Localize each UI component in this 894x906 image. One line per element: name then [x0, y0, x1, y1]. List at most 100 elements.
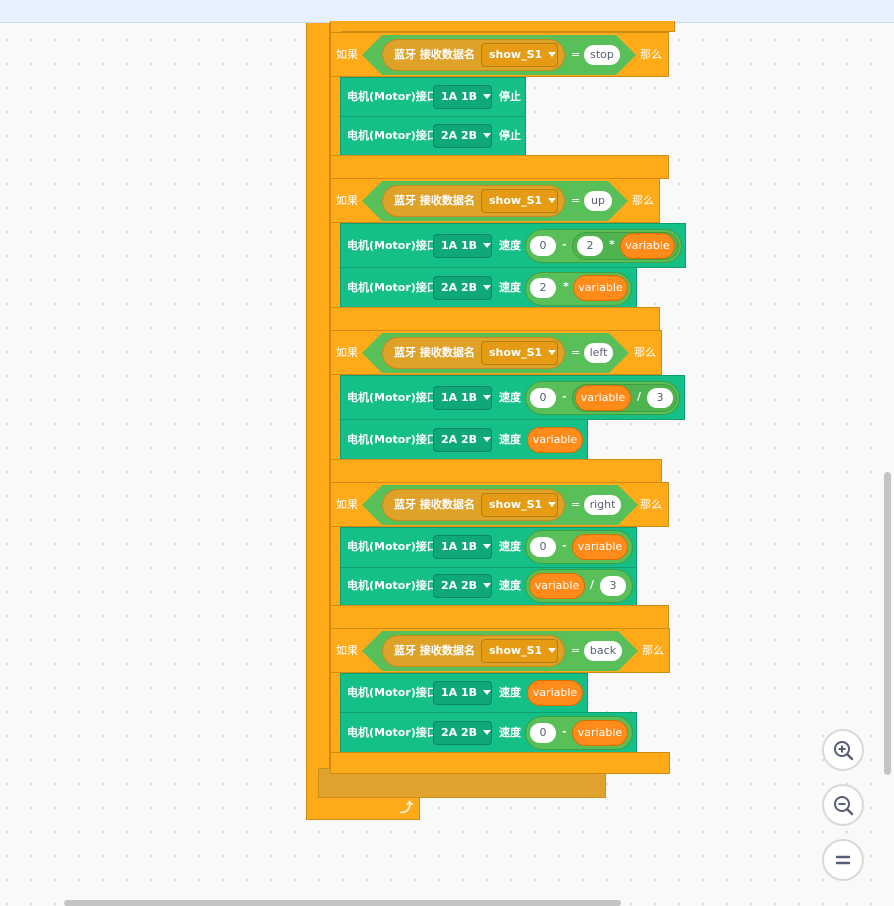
motor-port-dropdown[interactable]: 1A 1B	[433, 681, 492, 705]
speed-label: 速度	[499, 433, 521, 446]
zoom-out-button[interactable]	[822, 784, 864, 826]
compare-value-field[interactable]: stop	[584, 45, 620, 65]
motor-port-dropdown[interactable]: 1A 1B	[433, 234, 492, 258]
number-field[interactable]: 0	[530, 723, 556, 743]
minus-sign: -	[562, 725, 567, 738]
forever-loop-bottom[interactable]	[306, 798, 420, 820]
data-name-dropdown[interactable]: show_S1	[481, 189, 558, 213]
number-field[interactable]: 0	[530, 388, 556, 408]
bt-receive-label: 蓝牙 接收数据名	[394, 48, 475, 61]
equals-sign: =	[571, 644, 581, 657]
speed-label: 速度	[499, 281, 521, 294]
if-block-previous-end[interactable]	[330, 21, 675, 32]
speed-label: 速度	[499, 686, 521, 699]
variable-reporter[interactable]: variable	[529, 573, 585, 599]
top-bar	[0, 0, 894, 23]
minus-sign: -	[562, 238, 567, 251]
speed-label: 速度	[499, 579, 521, 592]
motor-port-label: 电机(Motor)接口	[347, 129, 438, 142]
vertical-scrollbar[interactable]	[884, 472, 891, 775]
if-label: 如果	[336, 644, 358, 657]
then-label: 那么	[642, 644, 664, 657]
multiply-sign: *	[563, 280, 569, 293]
number-field[interactable]: 3	[647, 388, 673, 408]
if-label: 如果	[336, 48, 358, 61]
variable-reporter[interactable]: variable	[575, 385, 631, 411]
data-name-dropdown[interactable]: show_S1	[481, 43, 558, 67]
motor-port-label: 电机(Motor)接口	[347, 579, 438, 592]
zoom-in-button[interactable]	[822, 729, 864, 771]
compare-value-field[interactable]: back	[584, 641, 622, 661]
zoom-reset-button[interactable]	[822, 839, 864, 881]
bt-receive-label: 蓝牙 接收数据名	[394, 194, 475, 207]
motor-port-label: 电机(Motor)接口	[347, 90, 438, 103]
loop-arrow-icon: ⤴	[400, 801, 414, 816]
if-block-back-end	[330, 752, 670, 774]
if-label: 如果	[336, 346, 358, 359]
multiply-sign: *	[609, 238, 615, 251]
variable-reporter[interactable]: variable	[620, 233, 675, 259]
compare-value-field[interactable]: up	[584, 191, 612, 211]
stop-label: 停止	[499, 90, 521, 103]
equals-sign: =	[571, 48, 581, 61]
code-workspace[interactable]: ⤴ 如果 蓝牙 接收数据名 show_S1 = stop 那么 电机(Motor…	[0, 21, 894, 906]
motor-port-label: 电机(Motor)接口	[347, 391, 438, 404]
variable-reporter[interactable]: variable	[572, 534, 628, 560]
forever-loop-block[interactable]	[306, 23, 330, 820]
motor-port-label: 电机(Motor)接口	[347, 540, 438, 553]
if-label: 如果	[336, 498, 358, 511]
motor-port-dropdown[interactable]: 1A 1B	[433, 386, 492, 410]
stop-label: 停止	[499, 129, 521, 142]
then-label: 那么	[632, 194, 654, 207]
motor-port-dropdown[interactable]: 2A 2B	[433, 721, 492, 745]
number-field[interactable]: 2	[530, 278, 556, 298]
bt-receive-label: 蓝牙 接收数据名	[394, 498, 475, 511]
then-label: 那么	[634, 346, 656, 359]
motor-port-dropdown[interactable]: 1A 1B	[433, 85, 492, 109]
motor-port-label: 电机(Motor)接口	[347, 281, 438, 294]
variable-reporter[interactable]: variable	[527, 680, 583, 706]
number-field[interactable]: 0	[530, 537, 556, 557]
if-block-right-end	[330, 605, 669, 629]
motor-port-dropdown[interactable]: 1A 1B	[433, 535, 492, 559]
compare-value-field[interactable]: right	[584, 495, 621, 515]
data-name-dropdown[interactable]: show_S1	[481, 639, 558, 663]
motor-port-dropdown[interactable]: 2A 2B	[433, 428, 492, 452]
bt-receive-label: 蓝牙 接收数据名	[394, 644, 475, 657]
if-block-stop-end	[330, 155, 669, 179]
motor-port-label: 电机(Motor)接口	[347, 686, 438, 699]
motor-port-label: 电机(Motor)接口	[347, 433, 438, 446]
number-field[interactable]: 0	[530, 236, 556, 256]
minus-sign: -	[562, 539, 567, 552]
variable-reporter[interactable]: variable	[572, 720, 628, 746]
equals-sign: =	[571, 498, 581, 511]
equals-sign: =	[571, 194, 581, 207]
motor-port-dropdown[interactable]: 2A 2B	[433, 276, 492, 300]
zoom-in-icon	[834, 741, 854, 761]
horizontal-scrollbar[interactable]	[64, 900, 621, 906]
then-label: 那么	[640, 498, 662, 511]
data-name-dropdown[interactable]: show_S1	[481, 341, 558, 365]
speed-label: 速度	[499, 726, 521, 739]
compare-value-field[interactable]: left	[584, 343, 613, 363]
divide-sign: /	[637, 390, 642, 403]
motor-port-label: 电机(Motor)接口	[347, 726, 438, 739]
if-block-up-end	[330, 307, 660, 331]
data-name-dropdown[interactable]: show_S1	[481, 493, 558, 517]
if-label: 如果	[336, 194, 358, 207]
then-label: 那么	[640, 48, 662, 61]
zoom-out-icon	[834, 796, 854, 816]
motor-port-dropdown[interactable]: 2A 2B	[433, 574, 492, 598]
variable-reporter[interactable]: variable	[527, 427, 583, 453]
speed-label: 速度	[499, 239, 521, 252]
speed-label: 速度	[499, 540, 521, 553]
motor-port-dropdown[interactable]: 2A 2B	[433, 124, 492, 148]
minus-sign: -	[562, 390, 567, 403]
number-field[interactable]: 3	[600, 576, 626, 596]
zoom-reset-icon	[835, 855, 851, 865]
speed-label: 速度	[499, 391, 521, 404]
number-field[interactable]: 2	[577, 236, 603, 256]
variable-reporter[interactable]: variable	[573, 275, 628, 301]
divide-sign: /	[590, 578, 595, 591]
equals-sign: =	[571, 346, 581, 359]
